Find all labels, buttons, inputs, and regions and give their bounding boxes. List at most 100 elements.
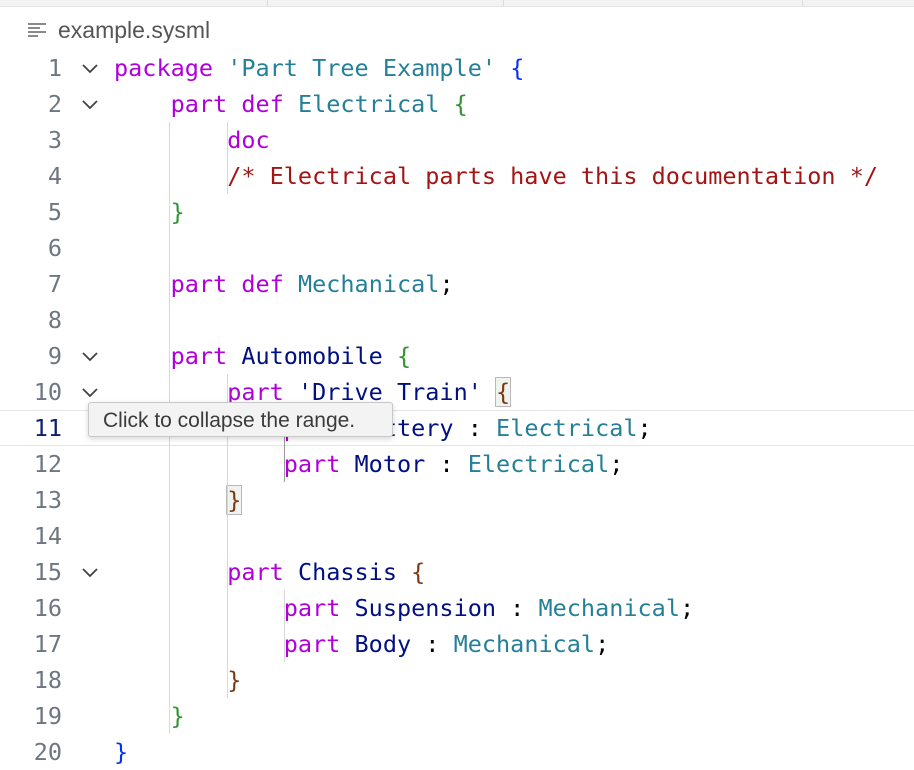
code-token: { [495, 377, 512, 407]
line-number: 19 [33, 702, 62, 730]
line-number: 11 [33, 414, 62, 442]
code-line[interactable]: 6 [0, 230, 914, 266]
code-token [340, 630, 354, 658]
code-token: ; [609, 450, 624, 478]
file-lines-icon [28, 23, 46, 37]
code-token [397, 558, 411, 586]
line-number: 6 [47, 234, 62, 262]
line-number: 1 [47, 54, 62, 82]
line-number: 13 [33, 486, 62, 514]
tab-separator [503, 0, 504, 6]
line-number: 17 [33, 630, 62, 658]
code-token [114, 558, 227, 586]
code-token: doc [227, 126, 270, 154]
code-token [454, 414, 468, 442]
code-token: : [425, 630, 440, 658]
code-token: part [170, 270, 228, 298]
code-line[interactable]: 7 part def Mechanical; [0, 266, 914, 302]
code-token: part [283, 630, 341, 658]
code-line[interactable]: 5 } [0, 194, 914, 230]
code-line[interactable]: 8 [0, 302, 914, 338]
line-number: 14 [33, 522, 62, 550]
code-line[interactable]: 13 } [0, 482, 914, 518]
editor-tab-strip [0, 0, 914, 7]
indent-guide [284, 590, 285, 662]
code-token [227, 270, 241, 298]
code-line[interactable]: 1 package 'Part Tree Example' { [0, 50, 914, 86]
code-token: part [227, 378, 284, 406]
code-line[interactable]: 14 [0, 518, 914, 554]
breadcrumb[interactable]: example.sysml [28, 14, 210, 46]
code-text[interactable]: } [114, 734, 128, 770]
code-line[interactable]: 15 part Chassis { [0, 554, 914, 590]
code-text[interactable]: part Body : Mechanical; [114, 626, 609, 662]
code-line[interactable]: 20} [0, 734, 914, 770]
code-token: : [439, 450, 454, 478]
code-line[interactable]: 10 part 'Drive Train' { [0, 374, 914, 410]
code-token: Electrical [467, 450, 610, 478]
fold-tooltip: Click to collapse the range. [88, 402, 393, 437]
code-token [524, 594, 538, 622]
code-token [227, 342, 241, 370]
fold-chevron-icon[interactable] [80, 385, 100, 399]
code-token: } [114, 738, 129, 766]
code-text[interactable]: part Motor : Electrical; [114, 446, 624, 482]
code-text[interactable]: part Chassis { [114, 554, 425, 590]
indent-guide [227, 374, 228, 698]
breadcrumb-filename[interactable]: example.sysml [58, 16, 211, 43]
fold-chevron-icon[interactable] [80, 61, 100, 75]
code-line[interactable]: 2 part def Electrical { [0, 86, 914, 122]
code-token: : [510, 594, 525, 622]
code-text[interactable]: part Suspension : Mechanical; [114, 590, 694, 626]
line-number: 12 [33, 450, 62, 478]
code-token [213, 54, 227, 82]
code-token [114, 486, 227, 514]
code-token [114, 126, 227, 154]
code-token: def [241, 270, 284, 298]
code-token: part [227, 558, 284, 586]
code-line[interactable]: 17 part Body : Mechanical; [0, 626, 914, 662]
code-line[interactable]: 3 doc [0, 122, 914, 158]
code-text[interactable]: part def Electrical { [114, 86, 468, 122]
code-text[interactable]: /* Electrical parts have this documentat… [114, 158, 878, 194]
code-token [411, 630, 425, 658]
line-number: 3 [47, 126, 62, 154]
line-number: 9 [47, 342, 62, 370]
fold-chevron-icon[interactable] [80, 349, 100, 363]
line-number: 8 [47, 306, 62, 334]
code-token [114, 702, 171, 730]
code-line[interactable]: 18 } [0, 662, 914, 698]
code-text[interactable]: part 'Drive Train' { [114, 374, 512, 410]
code-text[interactable]: part def Mechanical; [114, 266, 454, 302]
indent-guide [227, 122, 228, 194]
code-token [496, 54, 510, 82]
code-token [284, 558, 298, 586]
code-token: Mechanical [538, 594, 680, 622]
fold-chevron-icon[interactable] [80, 97, 100, 111]
code-token [284, 270, 298, 298]
code-line[interactable]: 16 part Suspension : Mechanical; [0, 590, 914, 626]
code-token: def [241, 90, 284, 118]
code-text[interactable]: } [114, 194, 185, 230]
code-text[interactable]: } [114, 698, 185, 734]
code-token: ; [595, 630, 610, 658]
code-token [114, 198, 171, 226]
code-line[interactable]: 4 /* Electrical parts have this document… [0, 158, 914, 194]
code-text[interactable]: package 'Part Tree Example' { [114, 50, 524, 86]
code-line[interactable]: 9 part Automobile { [0, 338, 914, 374]
fold-chevron-icon[interactable] [80, 565, 100, 579]
code-token: package [114, 54, 214, 82]
code-token: Mechanical [453, 630, 596, 658]
code-token [340, 450, 354, 478]
code-line[interactable]: 12 part Motor : Electrical; [0, 446, 914, 482]
code-text[interactable]: doc [114, 122, 270, 158]
code-token: ; [637, 414, 652, 442]
code-token: { [411, 558, 426, 586]
code-text[interactable]: } [114, 662, 241, 698]
code-token: 'Part Tree Example' [227, 54, 497, 82]
code-token: 'Drive Train' [297, 378, 482, 406]
code-token: Motor [354, 450, 426, 478]
code-text[interactable]: part Automobile { [114, 338, 412, 374]
code-line[interactable]: 19 } [0, 698, 914, 734]
code-text[interactable]: } [114, 482, 243, 518]
